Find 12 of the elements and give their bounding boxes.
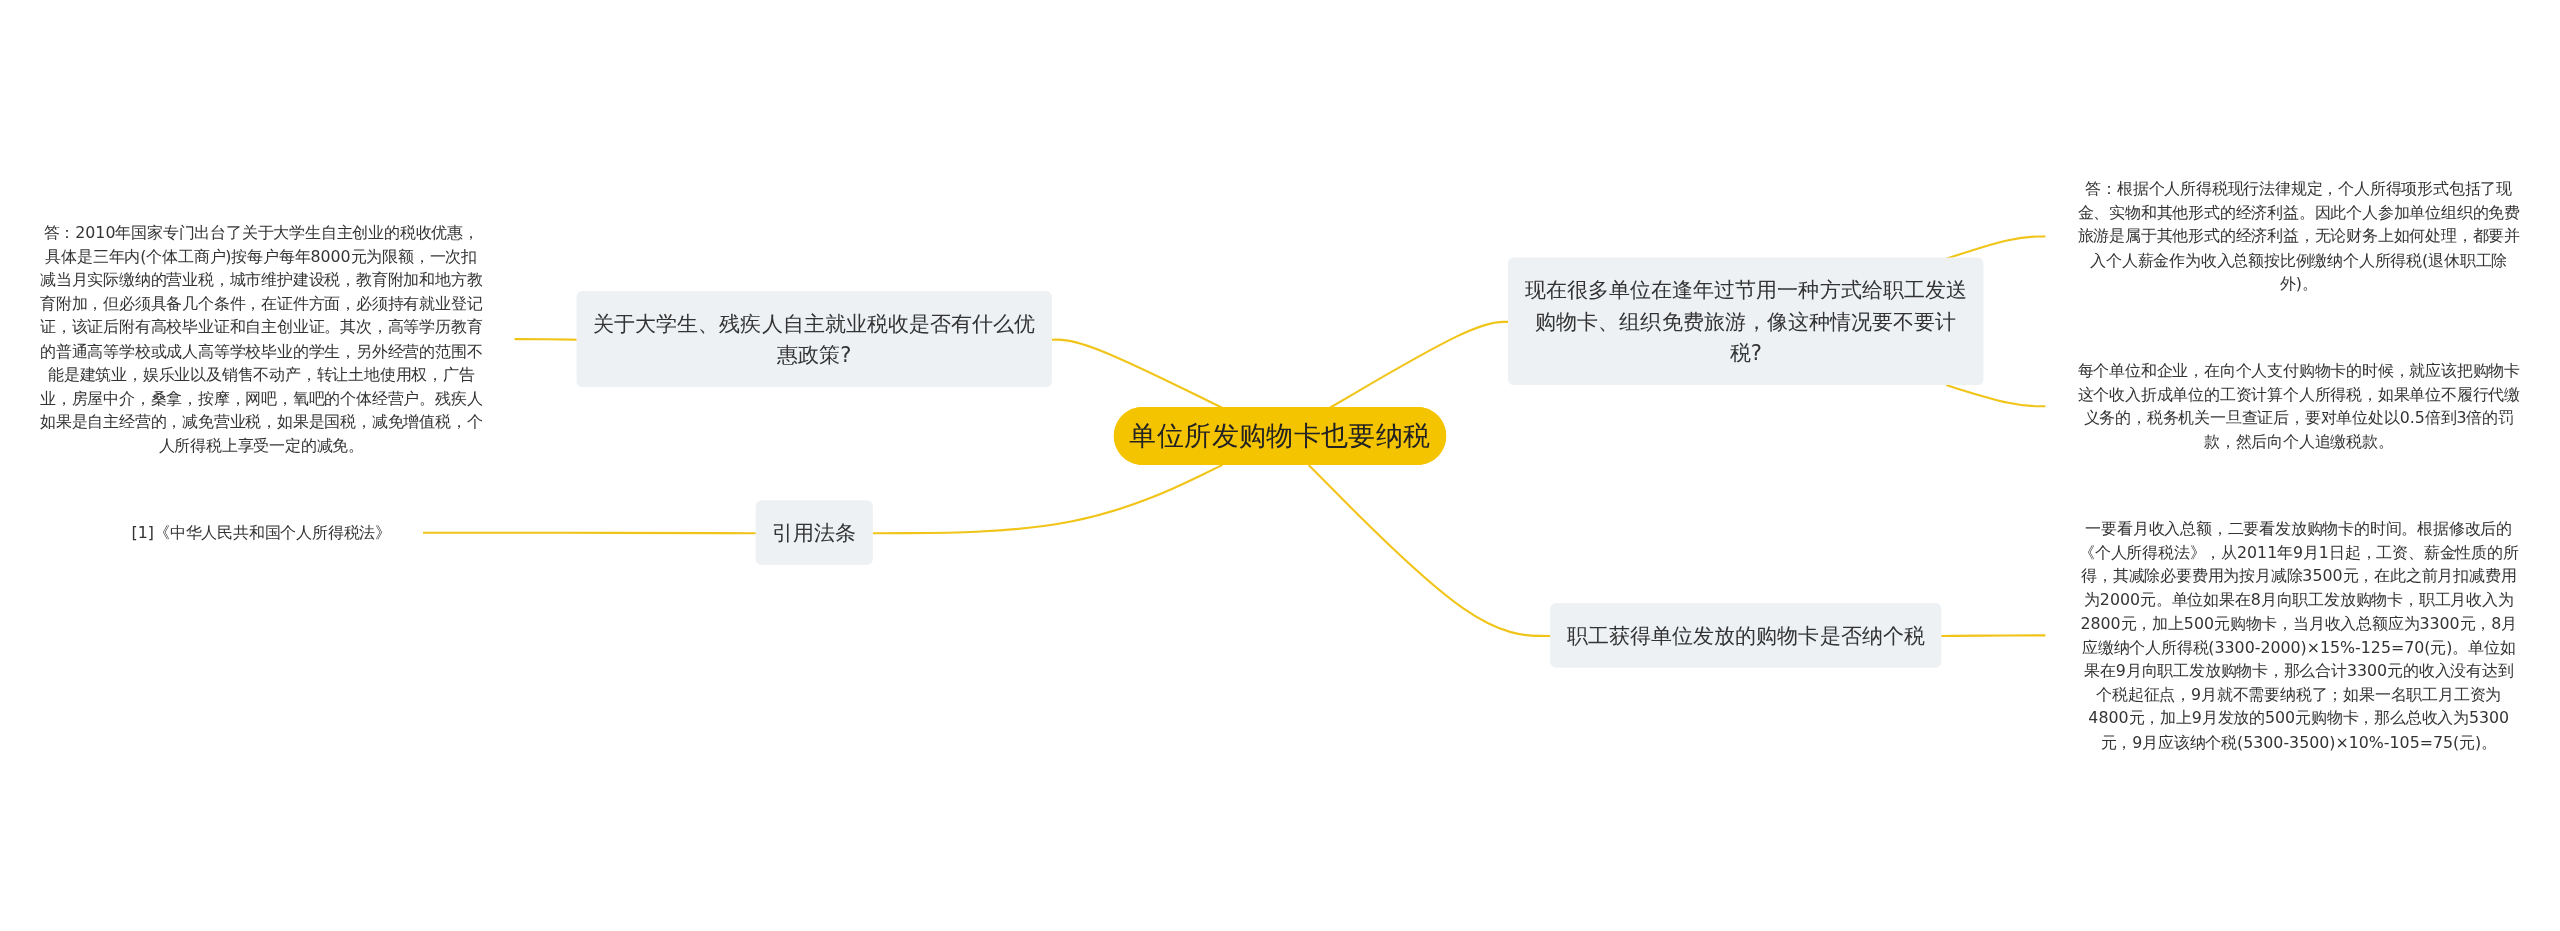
node-text: [1]《中华人民共和国个人所得税法》 xyxy=(131,522,391,542)
node-text: 答：根据个人所得税现行法律规定，个人所得项形式包括了现金、实物和其他形式的经济利益。因此个人参加单位组织的免费旅游是属于其他形式的经济利益，无论财务上如何处理，都要并入个人薪金作为收入总额按比例缴纳个人所得税(退休职工除外)。 xyxy=(2077,179,2520,294)
connector xyxy=(514,338,578,341)
connector xyxy=(1945,384,2046,408)
node-text: 一要看月收入总额，二要看发放购物卡的时间。根据修改后的《个人所得税法》，从2011年9月1日起，工资、薪金性质的所得，其减除必要费用为按月减除3500元，在此之前月扣减费用为2000元。单位如果在8月向职工发放购物卡，职工月收入为2800元，加上500元购物卡，当月收入总额应为3300元，8月应缴纳个人所得税(3300-2000)×15%-125=70(元)。单位如果在9月向职工发放购物卡，那么合计3300元的收入没有达到个税起征点，9月就不需要纳税了；如果一名职工月工资为4800元，加上9月发放的500元购物卡，那么总收入为5300元，9月应该纳个税(5300-3500)×10%-105=75(元)。 xyxy=(2079,518,2519,752)
connector xyxy=(1051,338,1224,409)
node-text: 每个单位和企业，在向个人支付购物卡的时候，就应该把购物卡这个收入折成单位的工资计算个人所得税，如果单位不履行代缴义务的，税务机关一旦查证后，要对单位处以0.5倍到3倍的罚款，然后向个人追缴税款。 xyxy=(2077,360,2520,452)
connector xyxy=(872,463,1224,535)
connector xyxy=(1941,634,2046,637)
node-text: 答：2010年国家专门出台了关于大学生自主创业的税收优惠，具体是三年内(个体工商户)按每户每年8000元为限额，一次扣减当月实际缴纳的营业税，城市维护建设税，教育附加和地方教育附加，但必须具备几个条件，在证件方面，必须持有就业登记证，该证后附有高校毕业证和自主创业证。其次，高等学历教育的普通高等学校或成人高等学校毕业的学生，另外经营的范围不能是建筑业，娱乐业以及销售不动产，转让土地使用权，广告业，房屋中介，桑拿，按摩，网吧，氧吧的个体经营户。残疾人如果是自主经营的，减免营业税，如果是国税，减免增值税，个人所得税上享受一定的减免。 xyxy=(40,222,483,455)
connector xyxy=(1945,235,2046,260)
connector xyxy=(422,531,757,535)
